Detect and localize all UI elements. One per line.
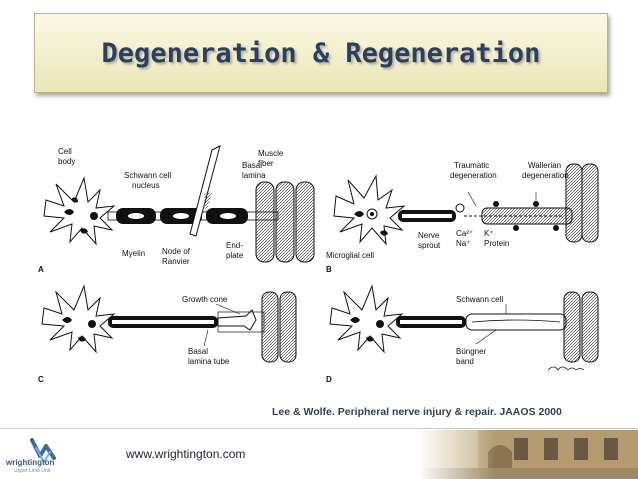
neuron-cell-body-c	[41, 284, 116, 354]
panel-d: Schwann cell Büngner band D	[326, 284, 599, 384]
scalpel-icon	[189, 145, 221, 237]
panel-letter-d: D	[326, 375, 332, 384]
label-schwann-1: Schwann cell	[124, 171, 171, 180]
label-wallerian-2: degeneration	[522, 171, 569, 180]
label-endplate-1: End-	[226, 241, 243, 250]
slide-title: Degeneration & Regeneration	[101, 37, 541, 69]
myelin-sheath-a	[116, 208, 248, 224]
muscle-fiber-c	[261, 291, 297, 363]
label-basal-lamina-2: lamina tube	[188, 357, 230, 366]
label-potassium: K⁺	[484, 229, 494, 238]
label-traumatic-1: Traumatic	[454, 161, 489, 170]
label-schwann-2: nucleus	[132, 181, 160, 190]
label-node-2: Ranvier	[162, 257, 190, 266]
panel-a: Cell body Schwann cell nucleus Basal lam…	[38, 145, 315, 274]
label-bungner-2: band	[456, 357, 474, 366]
label-protein: Protein	[484, 239, 509, 248]
footer-divider	[0, 428, 638, 429]
muscle-fiber-b	[565, 163, 599, 243]
panel-letter-b: B	[326, 265, 332, 274]
wrightington-logo-icon	[30, 438, 56, 464]
building-photo-image	[418, 430, 638, 479]
label-basal-1: Basal	[242, 161, 262, 170]
panel-letter-c: C	[38, 375, 44, 384]
neuron-cell-body-a	[43, 176, 116, 246]
label-myelin: Myelin	[122, 249, 145, 258]
panel-c: Growth cone Basal lamina tube C	[38, 284, 297, 384]
label-microglial: Microglial cell	[326, 251, 374, 260]
citation: Lee & Wolfe. Peripheral nerve injury & r…	[272, 406, 562, 418]
label-calcium: Ca²⁺	[456, 229, 473, 238]
label-basal-2: lamina	[242, 171, 266, 180]
nerve-injury-diagram: Cell body Schwann cell nucleus Basal lam…	[38, 145, 599, 384]
logo-wordmark: wrightington	[6, 458, 55, 467]
label-node-1: Node of	[162, 247, 191, 256]
label-cell-body-1: Cell	[58, 147, 72, 156]
label-growth-cone: Growth cone	[182, 295, 228, 304]
label-schwann-d: Schwann cell	[456, 295, 503, 304]
neuron-cell-body-b	[333, 174, 406, 246]
label-cell-body-2: body	[58, 157, 75, 166]
signature-icon	[547, 366, 585, 371]
logo-subtitle: Upper Limb Unit	[14, 468, 51, 474]
neuron-cell-body-d	[329, 284, 404, 354]
label-wallerian-1: Wallerian	[528, 161, 561, 170]
wallerian-debris-b	[481, 201, 573, 231]
website-link[interactable]: www.wrightington.com	[126, 447, 246, 461]
muscle-fiber-d	[563, 291, 599, 363]
panel-letter-a: A	[38, 265, 44, 274]
label-muscle-2: fiber	[258, 159, 274, 168]
label-nerve-1: Nerve	[418, 231, 440, 240]
label-nerve-2: sprout	[418, 241, 441, 250]
label-bungner-1: Büngner	[456, 347, 487, 356]
label-basal-lamina-1: Basal	[188, 347, 208, 356]
label-sodium: Na⁺	[456, 239, 470, 248]
panel-b: Traumatic degeneration Wallerian degener…	[326, 161, 599, 274]
label-muscle-1: Muscle	[258, 149, 284, 158]
muscle-fiber-a	[255, 181, 315, 263]
label-endplate-2: plate	[226, 251, 244, 260]
label-traumatic-2: degeneration	[450, 171, 497, 180]
title-banner: Degeneration & Regeneration	[34, 13, 608, 93]
